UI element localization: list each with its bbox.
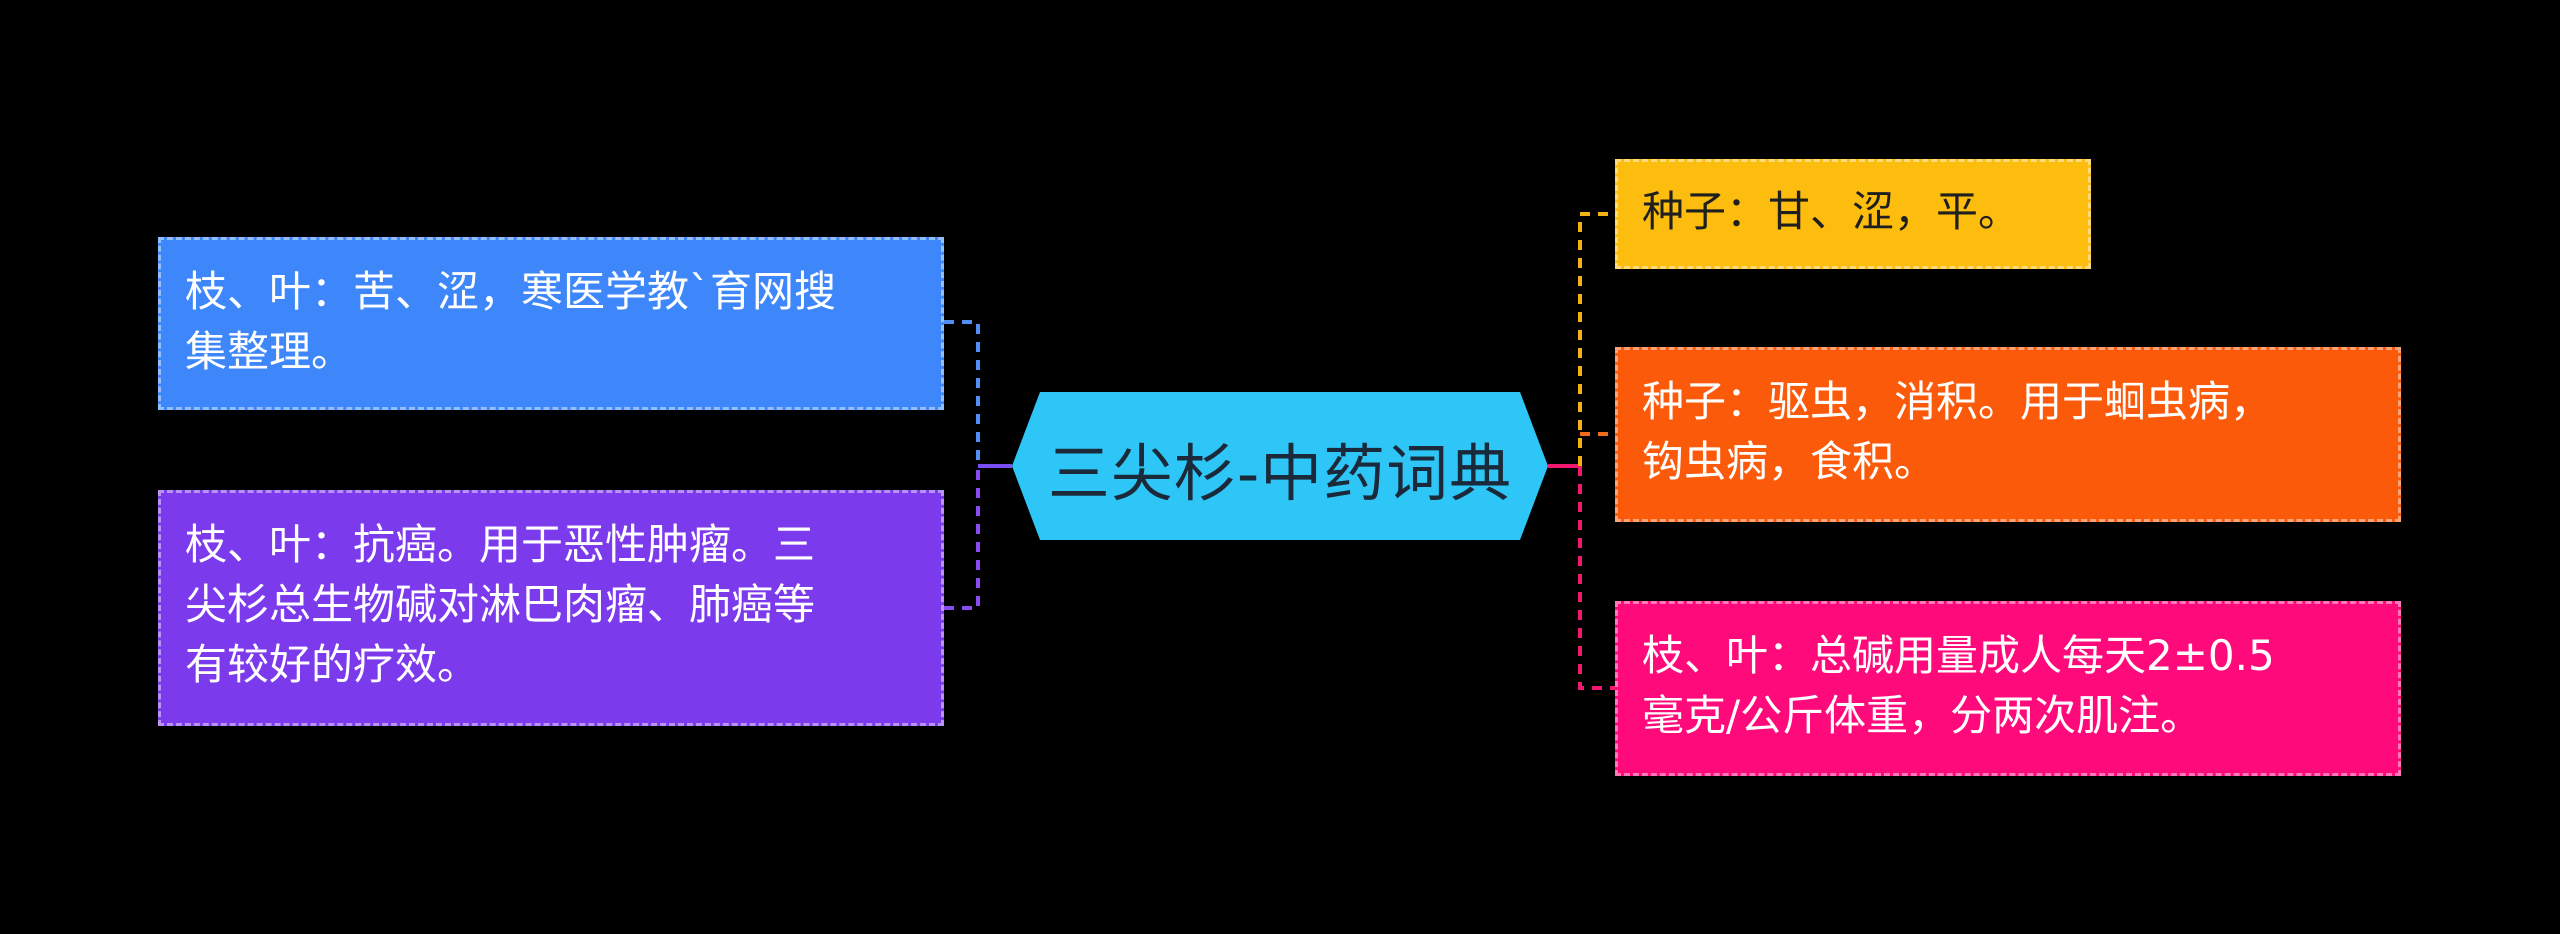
connector-left-1: [944, 320, 980, 466]
node-line: 枝、叶：苦、涩，寒医学教`育网搜: [185, 267, 837, 316]
node-line: 枝、叶：抗癌。用于恶性肿瘤。三: [185, 520, 816, 569]
node-line: 尖杉总生物碱对淋巴肉瘤、肺癌等: [185, 580, 816, 629]
node-line: 集整理。: [185, 327, 354, 376]
topic-node-right-1[interactable]: 种子：甘、涩，平。: [1615, 159, 2091, 269]
node-line: 种子：驱虫，消积。用于蛔虫病，: [1642, 377, 2273, 426]
center-node-title[interactable]: 三尖杉-中药词典: [1047, 437, 1513, 510]
node-line: 枝、叶：总碱用量成人每天2±0.5: [1642, 631, 2275, 680]
connector-right-3: [1578, 466, 1615, 690]
connector-right-1: [1578, 212, 1615, 466]
topic-node-left-2[interactable]: 枝、叶：抗癌。用于恶性肿瘤。三 尖杉总生物碱对淋巴肉瘤、肺癌等 有较好的疗效。: [158, 490, 944, 726]
topic-node-right-3[interactable]: 枝、叶：总碱用量成人每天2±0.5 毫克/公斤体重，分两次肌注。: [1615, 601, 2401, 776]
node-line: 钩虫病，食积。: [1642, 437, 1937, 486]
node-line: 有较好的疗效。: [185, 640, 480, 689]
center-node-shape: [1012, 392, 1548, 540]
topic-node-left-1[interactable]: 枝、叶：苦、涩，寒医学教`育网搜 集整理。: [158, 237, 944, 410]
connector-left-2: [944, 466, 980, 610]
right-connectors: [1548, 212, 1615, 690]
node-line: 毫克/公斤体重，分两次肌注。: [1642, 691, 2203, 740]
node-line: 种子：甘、涩，平。: [1642, 187, 2021, 236]
topic-node-right-2[interactable]: 种子：驱虫，消积。用于蛔虫病， 钩虫病，食积。: [1615, 347, 2401, 522]
left-connectors: [944, 320, 1012, 610]
